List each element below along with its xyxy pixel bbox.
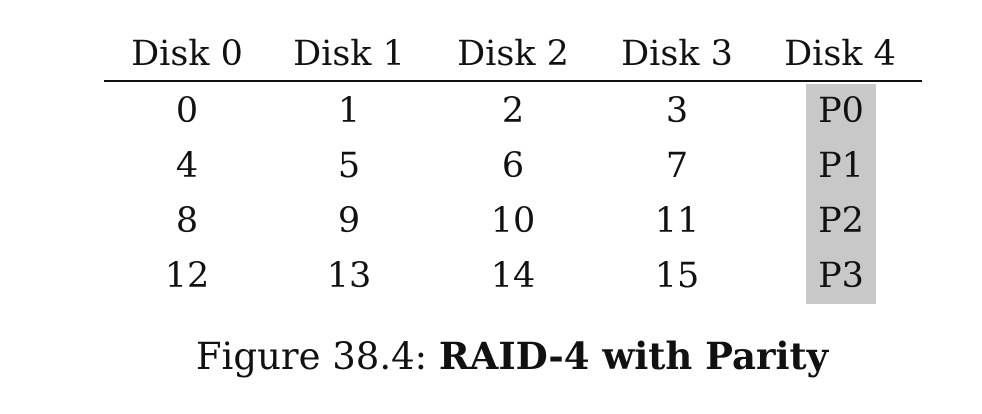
caption-label: Figure 38.4: [195,335,428,378]
data-block-cell: 9 [337,201,361,241]
column-header-disk-1: Disk 1 [293,34,405,74]
data-block-cell: 11 [654,201,700,241]
figure-caption: Figure 38.4: RAID-4 with Parity [0,328,982,384]
column-header-disk-0: Disk 0 [131,34,243,74]
column-header-disk-2: Disk 2 [457,34,569,74]
data-block-cell: 8 [175,201,199,241]
parity-block-cell: P3 [806,249,876,304]
parity-block-cell: P0 [806,84,876,139]
caption-title: RAID-4 with Parity [438,334,829,378]
header-rule [104,80,922,82]
data-block-cell: 14 [490,256,536,296]
column-header-disk-3: Disk 3 [621,34,733,74]
data-block-cell: 1 [337,91,361,131]
parity-block-cell: P2 [806,194,876,249]
data-block-cell: 2 [501,91,525,131]
data-block-cell: 3 [665,91,689,131]
data-block-cell: 12 [164,256,210,296]
column-header-disk-4: Disk 4 [784,34,896,74]
parity-block-cell: P1 [806,139,876,194]
data-block-cell: 6 [501,146,525,186]
data-block-cell: 15 [654,256,700,296]
data-block-cell: 5 [337,146,361,186]
data-block-cell: 7 [665,146,689,186]
data-block-cell: 4 [175,146,199,186]
data-block-cell: 10 [490,201,536,241]
data-block-cell: 0 [175,91,199,131]
data-block-cell: 13 [326,256,372,296]
